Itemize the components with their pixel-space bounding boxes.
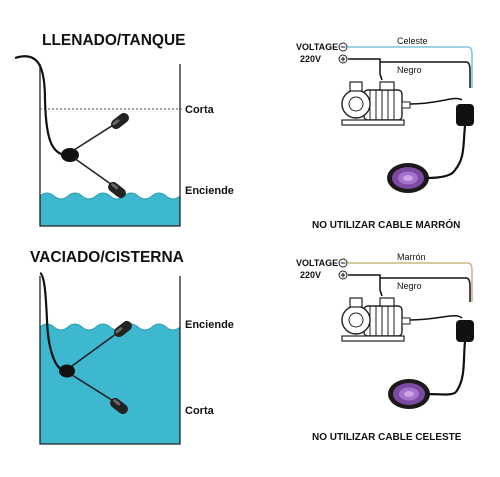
empty-cistern-cut-label: Corta [185,405,215,417]
empty-cistern-cable [39,271,63,371]
fill-tank-on-label: Enciende [185,185,234,197]
wiring-top-minus: − [340,42,345,52]
wiring-bottom-warning: NO UTILIZAR CABLE CELESTE [312,432,462,443]
empty-cistern-on-label: Enciende [185,319,234,331]
float-weight-icon [110,397,128,415]
wiring-top-celeste-wire [348,46,473,88]
float-switch-icon [114,320,132,338]
fill-tank-diagram: LLENADO/TANQUE Corta Enciende [14,32,234,227]
wiring-bottom-voltage-value: 220V [300,270,321,280]
wiring-top: VOLTAGE 220V − + Celeste Negro NO UTILIZ… [296,36,474,231]
empty-cistern-walls [39,276,181,445]
wiring-bottom-plus: + [340,270,345,280]
empty-cistern-diagram: VACIADO/CISTERNA Enciende Corta [30,249,234,445]
wiring-bottom-black-wire [348,274,383,297]
wiring-top-voltage-value: 220V [300,54,321,64]
wiring-top-lower-wire-label: Negro [397,65,422,75]
float-weight-icon [108,181,126,199]
pump-icon [341,297,411,342]
cable-clamp-icon [59,364,75,378]
wiring-top-switch-body [456,104,474,126]
wiring-top-black-wire [348,58,383,81]
float-switch-icon [387,163,429,193]
fill-tank-cut-label: Corta [185,104,215,116]
wiring-top-upper-wire-label: Celeste [397,36,428,46]
wiring-bottom-lower-wire-label: Negro [397,281,422,291]
fill-tank-walls [39,64,181,227]
pump-icon [341,81,411,126]
float-switch-icon [111,112,129,130]
wiring-top-plus: + [340,54,345,64]
wiring-top-warning: NO UTILIZAR CABLE MARRÓN [312,218,460,231]
wiring-top-voltage-label: VOLTAGE [296,42,338,52]
wiring-bottom-switch-body [456,320,474,342]
float-switch-icon [388,379,430,409]
empty-cistern-water [40,324,180,444]
fill-tank-cable [14,55,65,157]
wiring-bottom-upper-wire-label: Marrón [397,252,426,262]
wiring-bottom: VOLTAGE 220V − + Marrón Negro NO UTILIZA… [296,252,474,443]
wiring-bottom-minus: − [340,258,345,268]
fill-tank-title: LLENADO/TANQUE [42,32,186,49]
fill-tank-water [40,193,180,226]
wiring-bottom-marron-wire [348,262,473,302]
empty-cistern-title: VACIADO/CISTERNA [30,249,184,266]
wiring-bottom-voltage-label: VOLTAGE [296,258,338,268]
